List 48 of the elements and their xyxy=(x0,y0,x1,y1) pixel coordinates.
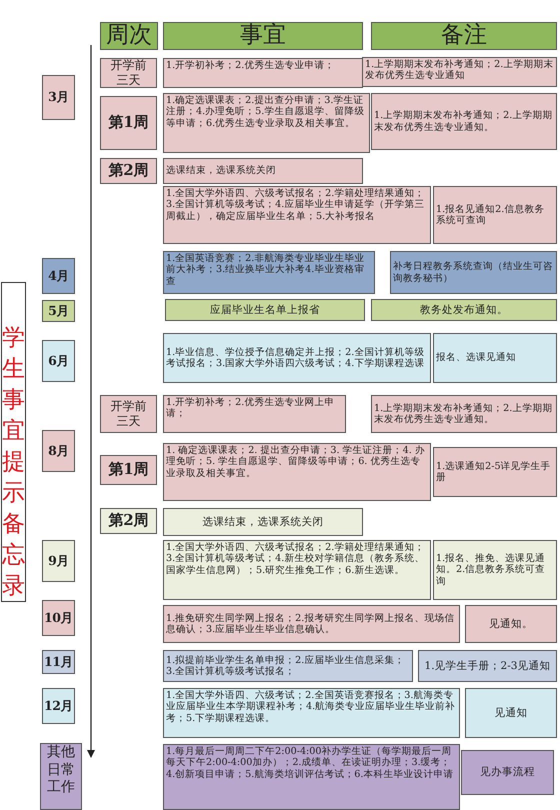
week-label: 第1周 xyxy=(100,455,157,485)
note-box: 1.报名见通知2.信息教务系统可查询 xyxy=(433,186,557,244)
month-label: 9月 xyxy=(42,540,75,582)
task-box: 1.全国大学外语四、六级考试报名；2.学籍处理结果通知；3.全国计算机等级考试；4.应届毕业生申请延学（开学第三周截止），确定应届毕业生名单；5.大补考报名 xyxy=(163,186,431,244)
week-label: 开学前三天 xyxy=(100,58,157,88)
task-box: 选课结束，选课系统关闭 xyxy=(163,158,363,184)
column-header: 备注 xyxy=(371,22,557,50)
month-label: 其他日常工作 xyxy=(40,743,82,810)
month-label: 11月 xyxy=(42,650,75,674)
month-label: 8月 xyxy=(42,430,75,472)
note-box: 见通知。 xyxy=(465,605,557,643)
task-box: 1.毕业信息、学位授予信息确定并上报；2.全国计算机等级考试报名；3.国家大学外语四六级考试；4.下学期课程选课 xyxy=(163,333,431,383)
title-banner: 学生事宜提示备忘录 xyxy=(1,282,26,602)
note-box: 1.报名、推免、选课见通知。2.信息教务系统可查询 xyxy=(433,540,557,600)
note-box: 教务处发布通知。 xyxy=(371,299,557,321)
task-box: 1.拟提前毕业学生名单申报；2.应届毕业生信息采集；3.全国计算机等级考试报名； xyxy=(163,650,413,682)
note-box: 1.选课通知2-5详见学生手册 xyxy=(433,447,557,497)
note-box: 见办事流程 xyxy=(461,750,554,795)
month-label: 12月 xyxy=(42,688,75,724)
note-box: 1.见学生手册；2-3见通知 xyxy=(418,650,557,682)
month-label: 10月 xyxy=(42,600,75,636)
task-box: 1.每月最后一周周二下午2:00-4:00补办学生证（每学期最后一周每天下午2:00-4:00加办）；2.成绩单、在读证明办理；3.缓考；4.创新项目申请；5.航海类培训评估考试；6.本科生毕业设计申请 xyxy=(163,744,460,810)
note-box: 补考日程教务系统查询（结业生可咨询教务秘书） xyxy=(390,251,557,294)
note-box: 1.上学期期末发布补考通知；2.上学期期末发布优秀生选专业通知 xyxy=(362,57,557,87)
task-box: 1.开学初补考；2.优秀生选专业申请； xyxy=(163,58,363,88)
week-label: 第1周 xyxy=(100,96,157,150)
task-box: 1.确定选课课表；2.提出查分申请；3.学生证注册；4.办理免听；5.学生自愿退学、留降级等申请；6.优秀生选专业录取及相关事宜。 xyxy=(163,93,370,153)
task-box: 选课结束，选课系统关闭 xyxy=(163,508,363,536)
task-box: 1.开学初补考；2.优秀生选专业网上申请； xyxy=(163,395,346,433)
note-box: 见通知 xyxy=(465,688,557,738)
column-header: 事宜 xyxy=(163,22,363,50)
month-label: 6月 xyxy=(42,340,75,382)
task-box: 应届毕业生名单上报省 xyxy=(165,299,365,321)
task-box: 1.全国大学外语四、六级考试报名；2.学籍处理结果通知；3.全国计算机等级考试；4.新生校对学籍信息（教务系统、国家学生信息网）；5.研究生推免工作；6.新生选课。 xyxy=(163,540,431,600)
task-box: 1. 确定选课课表；2. 提出查分申请；3. 学生证注册；4. 办理免听；5. 学生自愿退学、留降级等申请；6. 优秀生选专业录取及相关事宜。 xyxy=(163,443,431,501)
task-box: 1.全国英语竞赛；2.非航海类专业毕业生毕业前大补考；3.结业换毕业大补考4.毕业资格审查 xyxy=(163,251,375,294)
column-header: 周次 xyxy=(100,22,158,50)
week-label: 第2周 xyxy=(100,508,157,534)
week-label: 开学前三天 xyxy=(100,395,157,433)
month-label: 3月 xyxy=(42,75,75,120)
note-box: 报名、选课见通知 xyxy=(433,333,557,383)
task-box: 1.全国大学外语四、六级考试；2.全国英语竞赛报名；3.航海类专业应届毕业生本学期课程补考；4.航海类专业应届毕业生毕业前补考；5.下学期课程选课。 xyxy=(163,688,460,738)
month-label: 4月 xyxy=(42,258,75,294)
note-box: 1.上学期期末发布补考通知；2.上学期期末发布优秀生选专业通知。 xyxy=(371,395,557,433)
month-label: 5月 xyxy=(42,300,75,322)
task-box: 1.推免研究生同学网上报名；2.报考研究生同学网上报名、现场信息确认；3.应届毕业生毕业信息确认。 xyxy=(163,605,460,643)
week-label: 第2周 xyxy=(100,158,157,184)
note-box: 1.上学期期末发布补考通知；2.上学期期末发布优秀生选专业通知。 xyxy=(371,93,557,150)
